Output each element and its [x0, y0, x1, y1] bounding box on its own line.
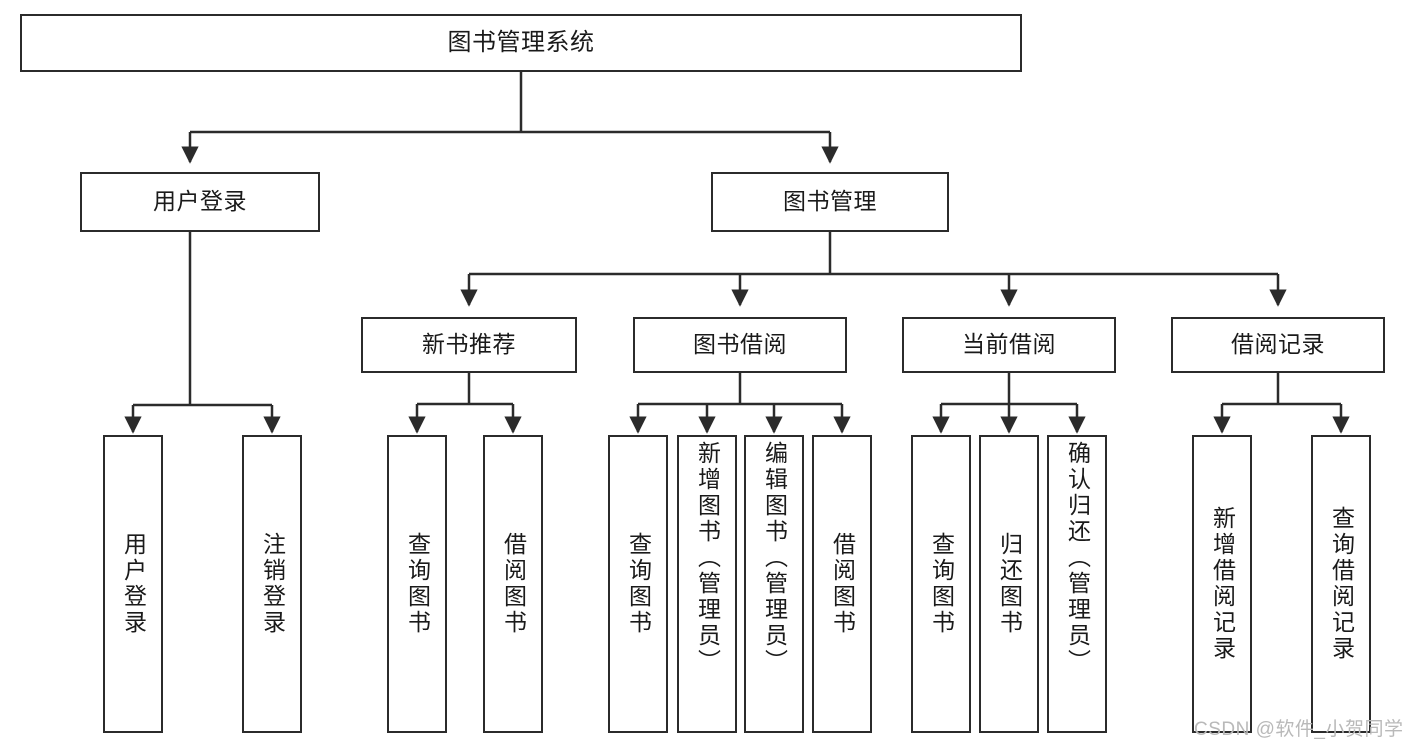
leaf-return-book[interactable]: 归还图书: [979, 435, 1039, 733]
node-label: 当前借阅: [962, 331, 1056, 358]
node-label: 注销登录: [259, 532, 286, 636]
node-current-borrow[interactable]: 当前借阅: [902, 317, 1116, 373]
leaf-add-borrow-record[interactable]: 新增借阅记录: [1192, 435, 1252, 733]
node-book-management[interactable]: 图书管理: [711, 172, 949, 232]
node-label: 图书管理系统: [447, 28, 595, 56]
node-label: 新增借阅记录: [1209, 506, 1236, 662]
node-root[interactable]: 图书管理系统: [20, 14, 1022, 72]
leaf-query-book-recommend[interactable]: 查询图书: [387, 435, 447, 733]
leaf-user-login[interactable]: 用户登录: [103, 435, 163, 733]
node-label: 确认归还（管理员）: [1064, 441, 1091, 675]
node-label: 借阅图书: [500, 532, 527, 636]
node-label: 归还图书: [996, 532, 1023, 636]
node-borrow-records[interactable]: 借阅记录: [1171, 317, 1385, 373]
leaf-query-borrow-record[interactable]: 查询借阅记录: [1311, 435, 1371, 733]
node-label: 查询图书: [625, 532, 652, 636]
leaf-add-book-admin[interactable]: 新增图书（管理员）: [677, 435, 737, 733]
node-label: 查询图书: [928, 532, 955, 636]
node-label: 新书推荐: [422, 331, 516, 358]
node-label: 图书管理: [783, 188, 877, 215]
node-label: 用户登录: [153, 188, 247, 215]
leaf-borrow-book[interactable]: 借阅图书: [812, 435, 872, 733]
node-label: 查询图书: [404, 532, 431, 636]
node-new-book-recommend[interactable]: 新书推荐: [361, 317, 577, 373]
leaf-logout[interactable]: 注销登录: [242, 435, 302, 733]
node-label: 借阅图书: [829, 532, 856, 636]
node-book-borrow[interactable]: 图书借阅: [633, 317, 847, 373]
leaf-borrow-book-recommend[interactable]: 借阅图书: [483, 435, 543, 733]
watermark: CSDN @软件_小贺同学: [1194, 719, 1404, 740]
leaf-edit-book-admin[interactable]: 编辑图书（管理员）: [744, 435, 804, 733]
node-label: 编辑图书（管理员）: [761, 441, 788, 675]
node-label: 用户登录: [120, 532, 147, 636]
node-label: 查询借阅记录: [1328, 506, 1355, 662]
leaf-query-book-current[interactable]: 查询图书: [911, 435, 971, 733]
node-user-login[interactable]: 用户登录: [80, 172, 320, 232]
leaf-confirm-return-admin[interactable]: 确认归还（管理员）: [1047, 435, 1107, 733]
node-label: 借阅记录: [1231, 331, 1325, 358]
leaf-query-book-borrow[interactable]: 查询图书: [608, 435, 668, 733]
node-label: 新增图书（管理员）: [694, 441, 721, 675]
node-label: 图书借阅: [693, 331, 787, 358]
